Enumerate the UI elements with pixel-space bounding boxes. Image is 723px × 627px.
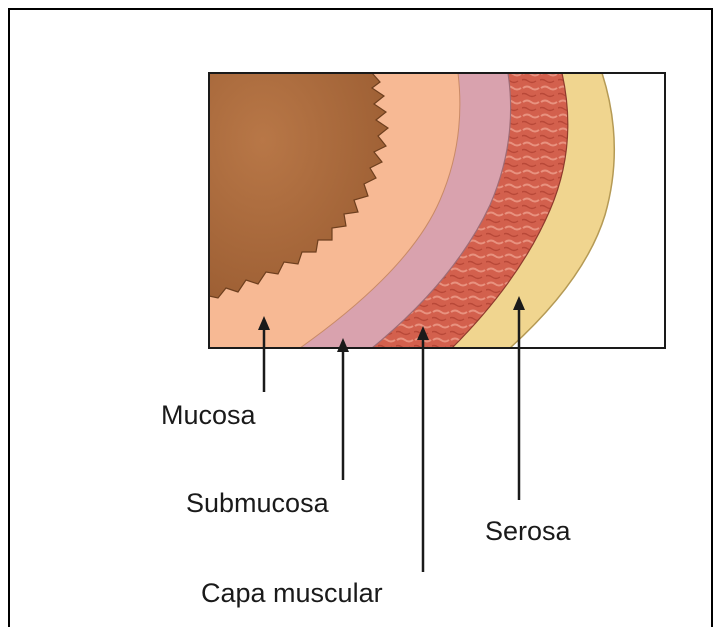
- muscular-arrow: [417, 326, 429, 572]
- submucosa-arrow: [337, 338, 349, 480]
- muscular-label: Capa muscular: [201, 580, 383, 607]
- serosa-label: Serosa: [485, 518, 571, 545]
- mucosa-label: Mucosa: [161, 402, 256, 429]
- mucosa-arrow: [258, 316, 270, 392]
- submucosa-label: Submucosa: [186, 490, 329, 517]
